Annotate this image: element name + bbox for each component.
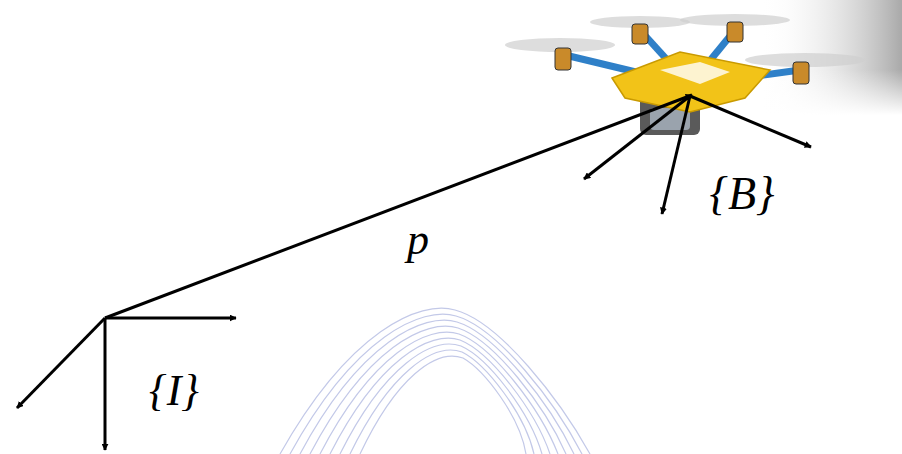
frame-label: {I}: [149, 369, 199, 413]
background-curves: [280, 308, 590, 454]
inertial-frame-axes: [17, 318, 236, 450]
position-vector: [105, 95, 692, 318]
vector-label: p: [407, 218, 429, 262]
body-frame-axes: [584, 96, 811, 214]
frame-label: {B}: [710, 171, 775, 217]
